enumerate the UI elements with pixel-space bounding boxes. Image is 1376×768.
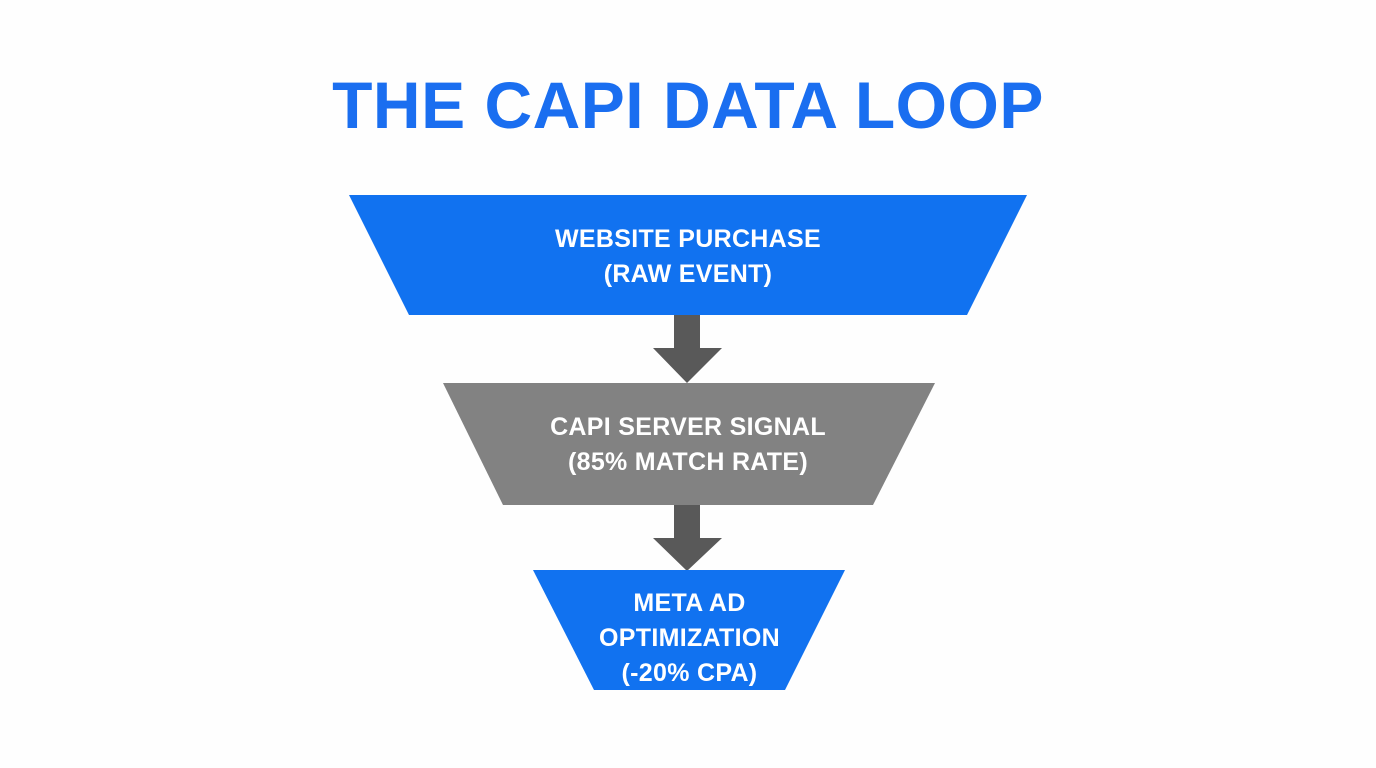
funnel-stage-1-label: WEBSITE PURCHASE (RAW EVENT) [555,225,821,288]
down-arrow-icon [653,505,722,571]
funnel-stage-2-label: CAPI SERVER SIGNAL (85% MATCH RATE) [550,413,826,476]
funnel-stage-3-label: META AD OPTIMIZATION (-20% CPA) [599,589,780,687]
funnel-stage-2-shape[interactable] [443,383,935,505]
page-title: THE CAPI DATA LOOP [332,68,1044,142]
arrow-stage2-to-stage3 [653,505,722,571]
down-arrow-icon [653,315,722,383]
funnel-stage-3-shape[interactable] [533,570,845,690]
funnel-stage-1-shape[interactable] [349,195,1027,315]
arrow-stage1-to-stage2 [653,315,722,383]
